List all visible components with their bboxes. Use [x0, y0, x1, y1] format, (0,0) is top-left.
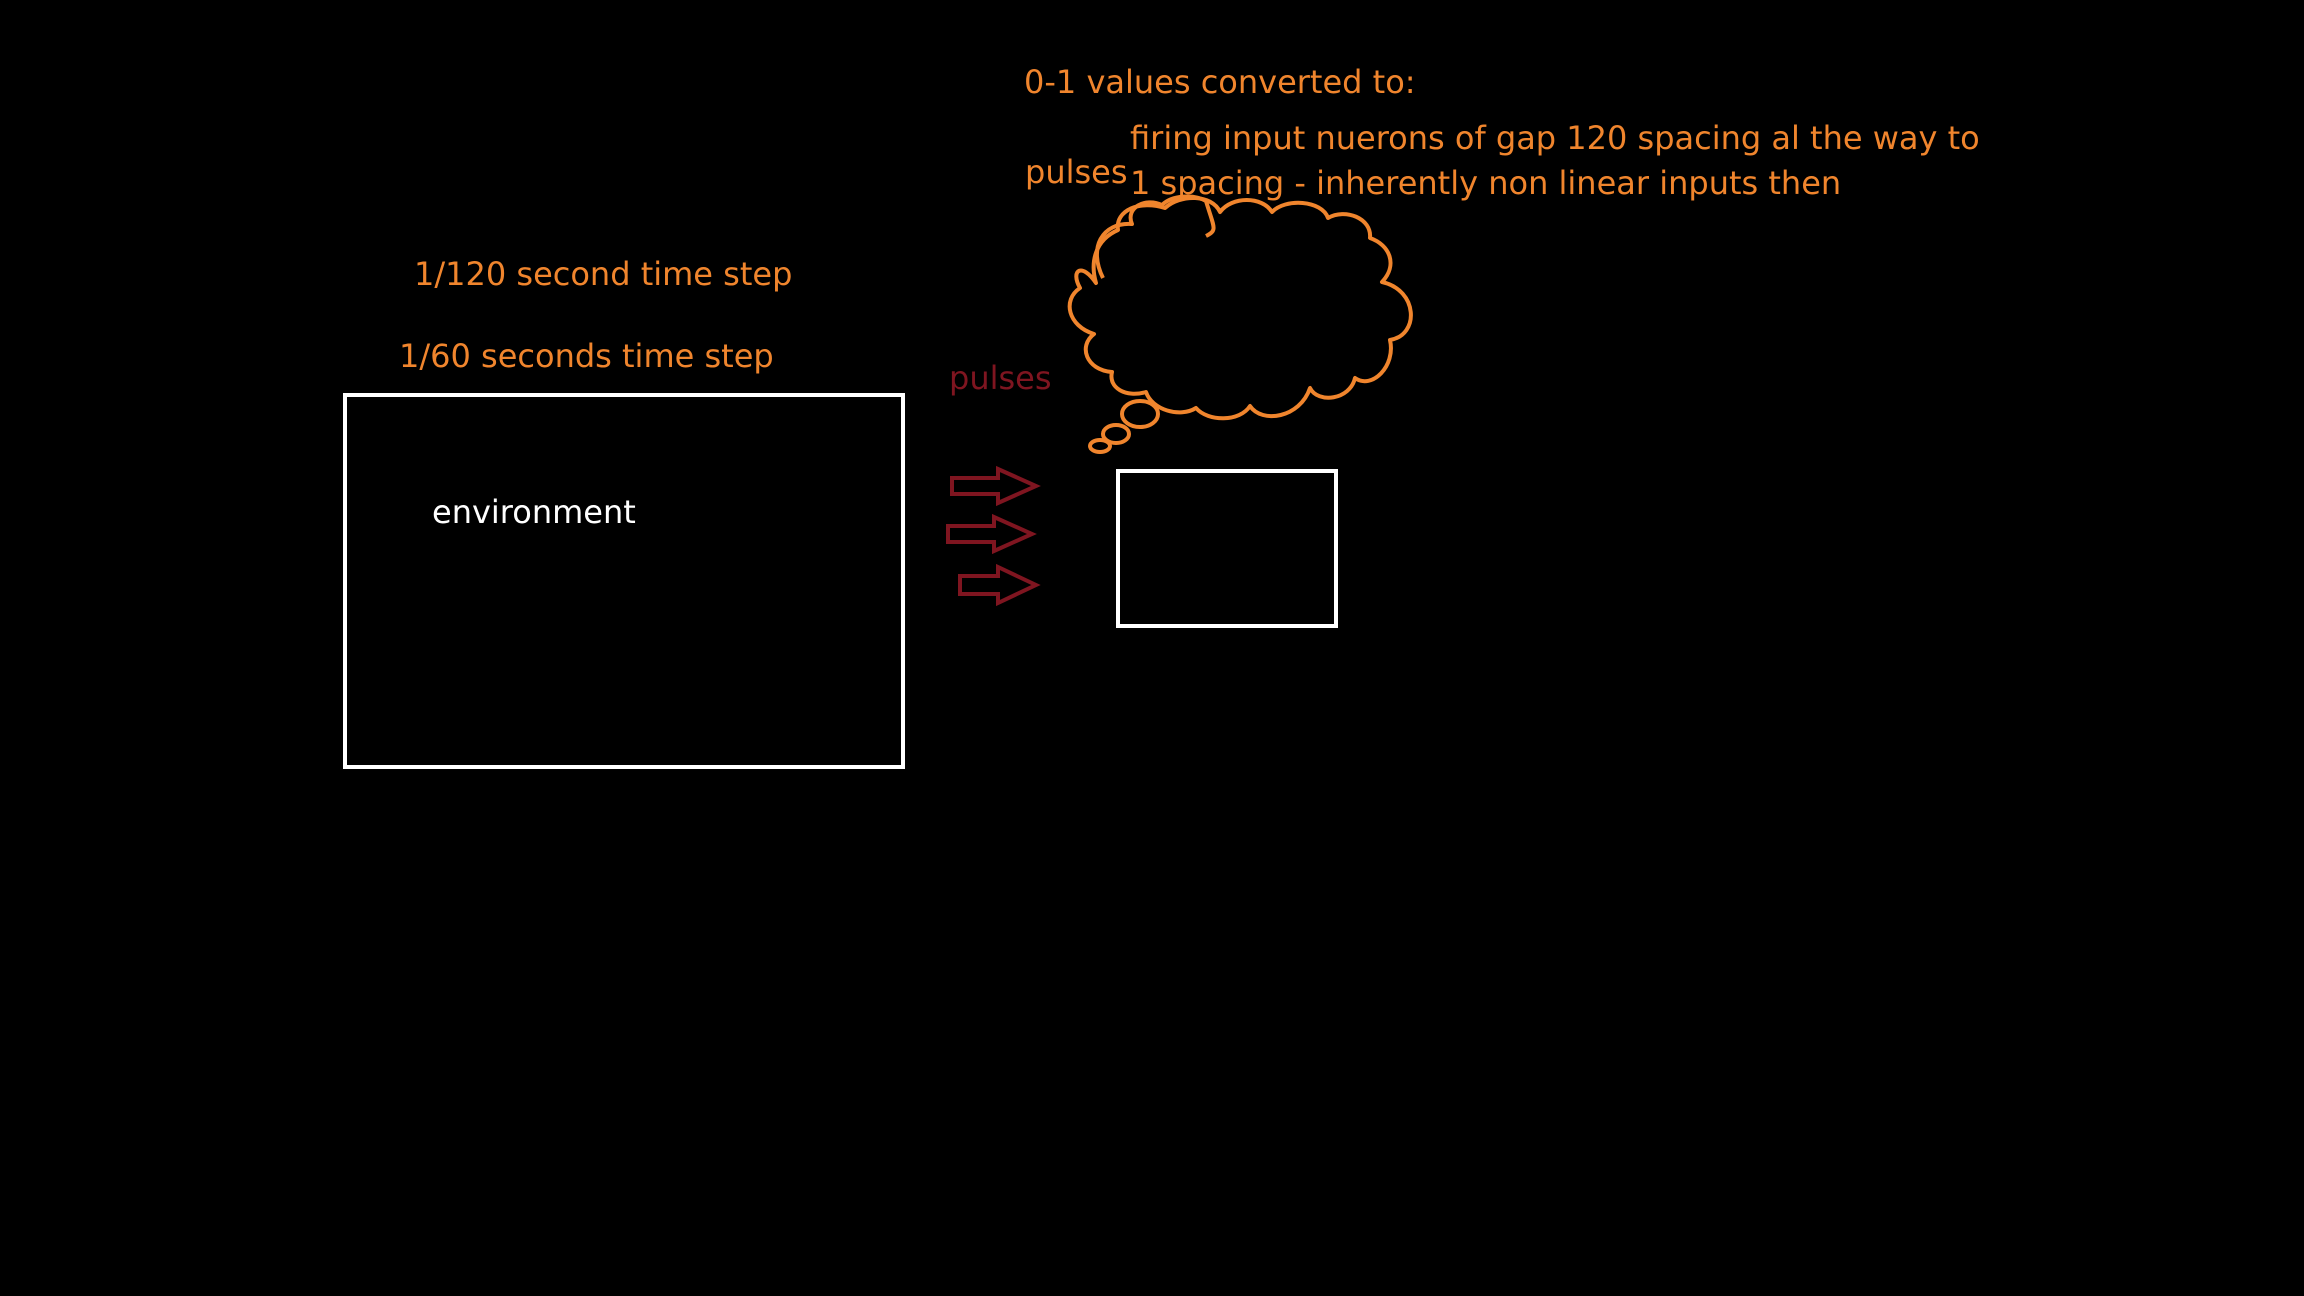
pulse-arrow-1 [950, 465, 1041, 507]
pulses-arrow-label: pulses [949, 359, 1052, 397]
time-step-120-label: 1/120 second time step [414, 255, 793, 293]
time-step-60-label: 1/60 seconds time step [399, 337, 774, 375]
agent-box [1116, 469, 1338, 628]
pulse-arrow-3 [958, 563, 1041, 607]
thought-cloud-icon [1067, 194, 1413, 454]
environment-label: environment [432, 493, 636, 531]
firing-description-line-2: 1 spacing - inherently non linear inputs… [1130, 164, 1842, 202]
firing-description-line-1: firing input nuerons of gap 120 spacing … [1130, 119, 1980, 157]
conversion-heading: 0-1 values converted to: [1024, 63, 1416, 101]
pulse-arrow-2 [946, 513, 1037, 555]
environment-box: environment [343, 393, 905, 769]
pulses-top-label: pulses [1025, 153, 1128, 191]
